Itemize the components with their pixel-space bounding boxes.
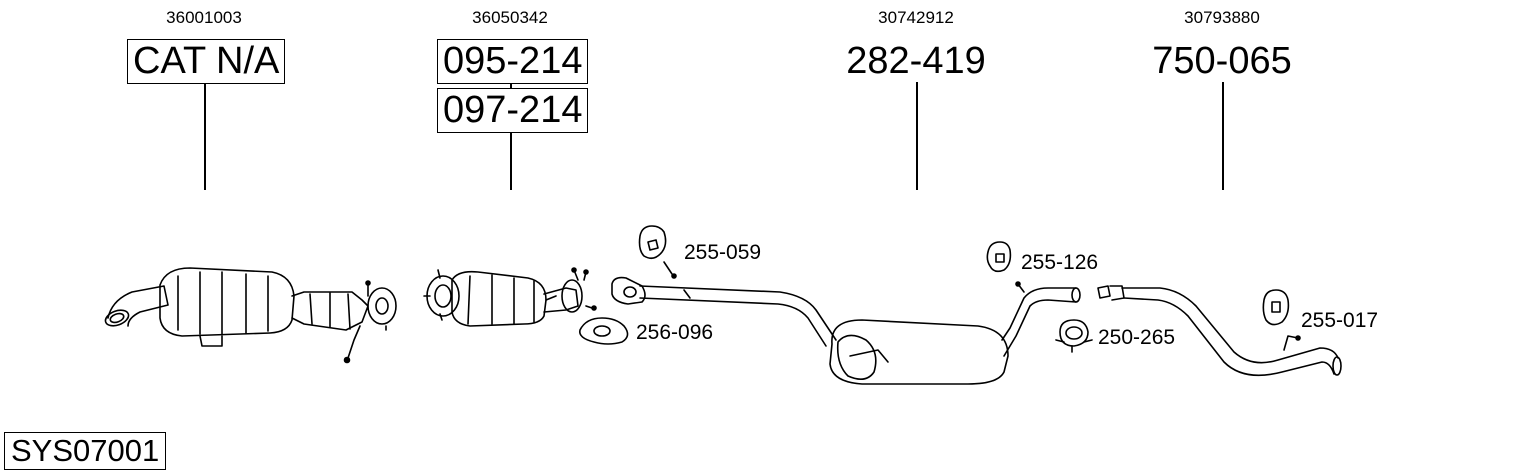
rubber-hanger-255-059-drawing[interactable] (638, 225, 677, 279)
accessory-label-255-126[interactable]: 255-126 (1021, 251, 1099, 274)
accessory-label-256-096[interactable]: 256-096 (636, 321, 714, 344)
leader-line-catalyst (204, 80, 206, 190)
silencer-outlet-top (1001, 287, 1077, 341)
dpf-inlet-bolts (423, 269, 443, 321)
silencer-outlet-bottom (1003, 299, 1077, 357)
cat-inlet-opening (109, 312, 125, 324)
cat-bracket (199, 335, 223, 347)
silencer-body (829, 319, 1009, 385)
cat-sensor (347, 325, 361, 359)
intermediate-pipe-bottom (639, 297, 827, 347)
accessory-label-250-265[interactable]: 250-265 (1098, 326, 1176, 349)
front-flange (611, 276, 646, 305)
silencer-outlet-end (1071, 287, 1081, 303)
cat-body (159, 267, 295, 337)
catalytic-converter-drawing[interactable] (103, 267, 397, 364)
dpf-body-lines (467, 274, 535, 325)
cat-body-ribs (177, 271, 269, 335)
accessory-label-255-059[interactable]: 255-059 (684, 241, 762, 264)
silencer-inner-pipe (849, 349, 889, 363)
gasket-256-096-drawing[interactable] (578, 317, 629, 345)
rear-pipe-top (1121, 287, 1339, 364)
dpf-body (451, 270, 547, 327)
oem-number-36001003: 36001003 (166, 8, 242, 27)
dpf-sensor (545, 295, 557, 301)
rear-pipe-tail (1332, 356, 1342, 376)
leader-line-dpf-stack (510, 78, 512, 90)
dpf-outlet-flange (561, 279, 583, 313)
dpf-inlet-flange (426, 275, 460, 317)
rear-pipe-drawing[interactable] (1097, 285, 1342, 377)
part-number-750-065[interactable]: 750-065 (1152, 40, 1292, 82)
cat-bolts (367, 283, 387, 331)
leader-line-rear-pipe (1222, 82, 1224, 190)
part-number-cat-na[interactable]: CAT N/A (127, 39, 286, 84)
part-number-097-214[interactable]: 097-214 (437, 88, 589, 133)
middle-silencer-drawing[interactable] (611, 276, 1081, 385)
oem-number-36050342: 36050342 (472, 8, 548, 27)
cat-outlet-lines (309, 292, 351, 330)
rear-pipe-hanger (1283, 335, 1299, 351)
cat-outlet-hole (375, 297, 389, 315)
intermediate-pipe-top (639, 285, 837, 341)
part-number-282-419[interactable]: 282-419 (846, 40, 986, 82)
rear-pipe-bottom (1123, 297, 1335, 377)
pipe-hanger-pin (683, 289, 691, 299)
dpf-inlet-hole (434, 284, 452, 308)
rubber-hanger-255-017-drawing[interactable] (1262, 289, 1290, 326)
part-number-095-214[interactable]: 095-214 (437, 39, 589, 84)
silencer-end-left (836, 334, 877, 380)
rear-pipe-clamp (1109, 285, 1125, 301)
rubber-hanger-255-126-drawing[interactable] (986, 241, 1012, 273)
leader-line-middle-silencer (916, 82, 918, 190)
dpf-outlet (543, 287, 579, 313)
system-id-label: SYS07001 (4, 432, 167, 470)
particulate-filter-drawing[interactable] (423, 267, 597, 327)
accessory-label-255-017[interactable]: 255-017 (1301, 309, 1379, 332)
cat-inlet-pipe (107, 285, 169, 327)
clamp-250-265-drawing[interactable] (1055, 319, 1093, 353)
dpf-outlet-bolts (573, 269, 593, 309)
rear-pipe-inlet (1097, 285, 1111, 299)
leader-line-dpf (510, 130, 512, 190)
oem-number-30793880: 30793880 (1184, 8, 1260, 27)
cat-outlet-flange (367, 287, 397, 325)
oem-number-30742912: 30742912 (878, 8, 954, 27)
cat-inlet-flange (104, 309, 130, 327)
